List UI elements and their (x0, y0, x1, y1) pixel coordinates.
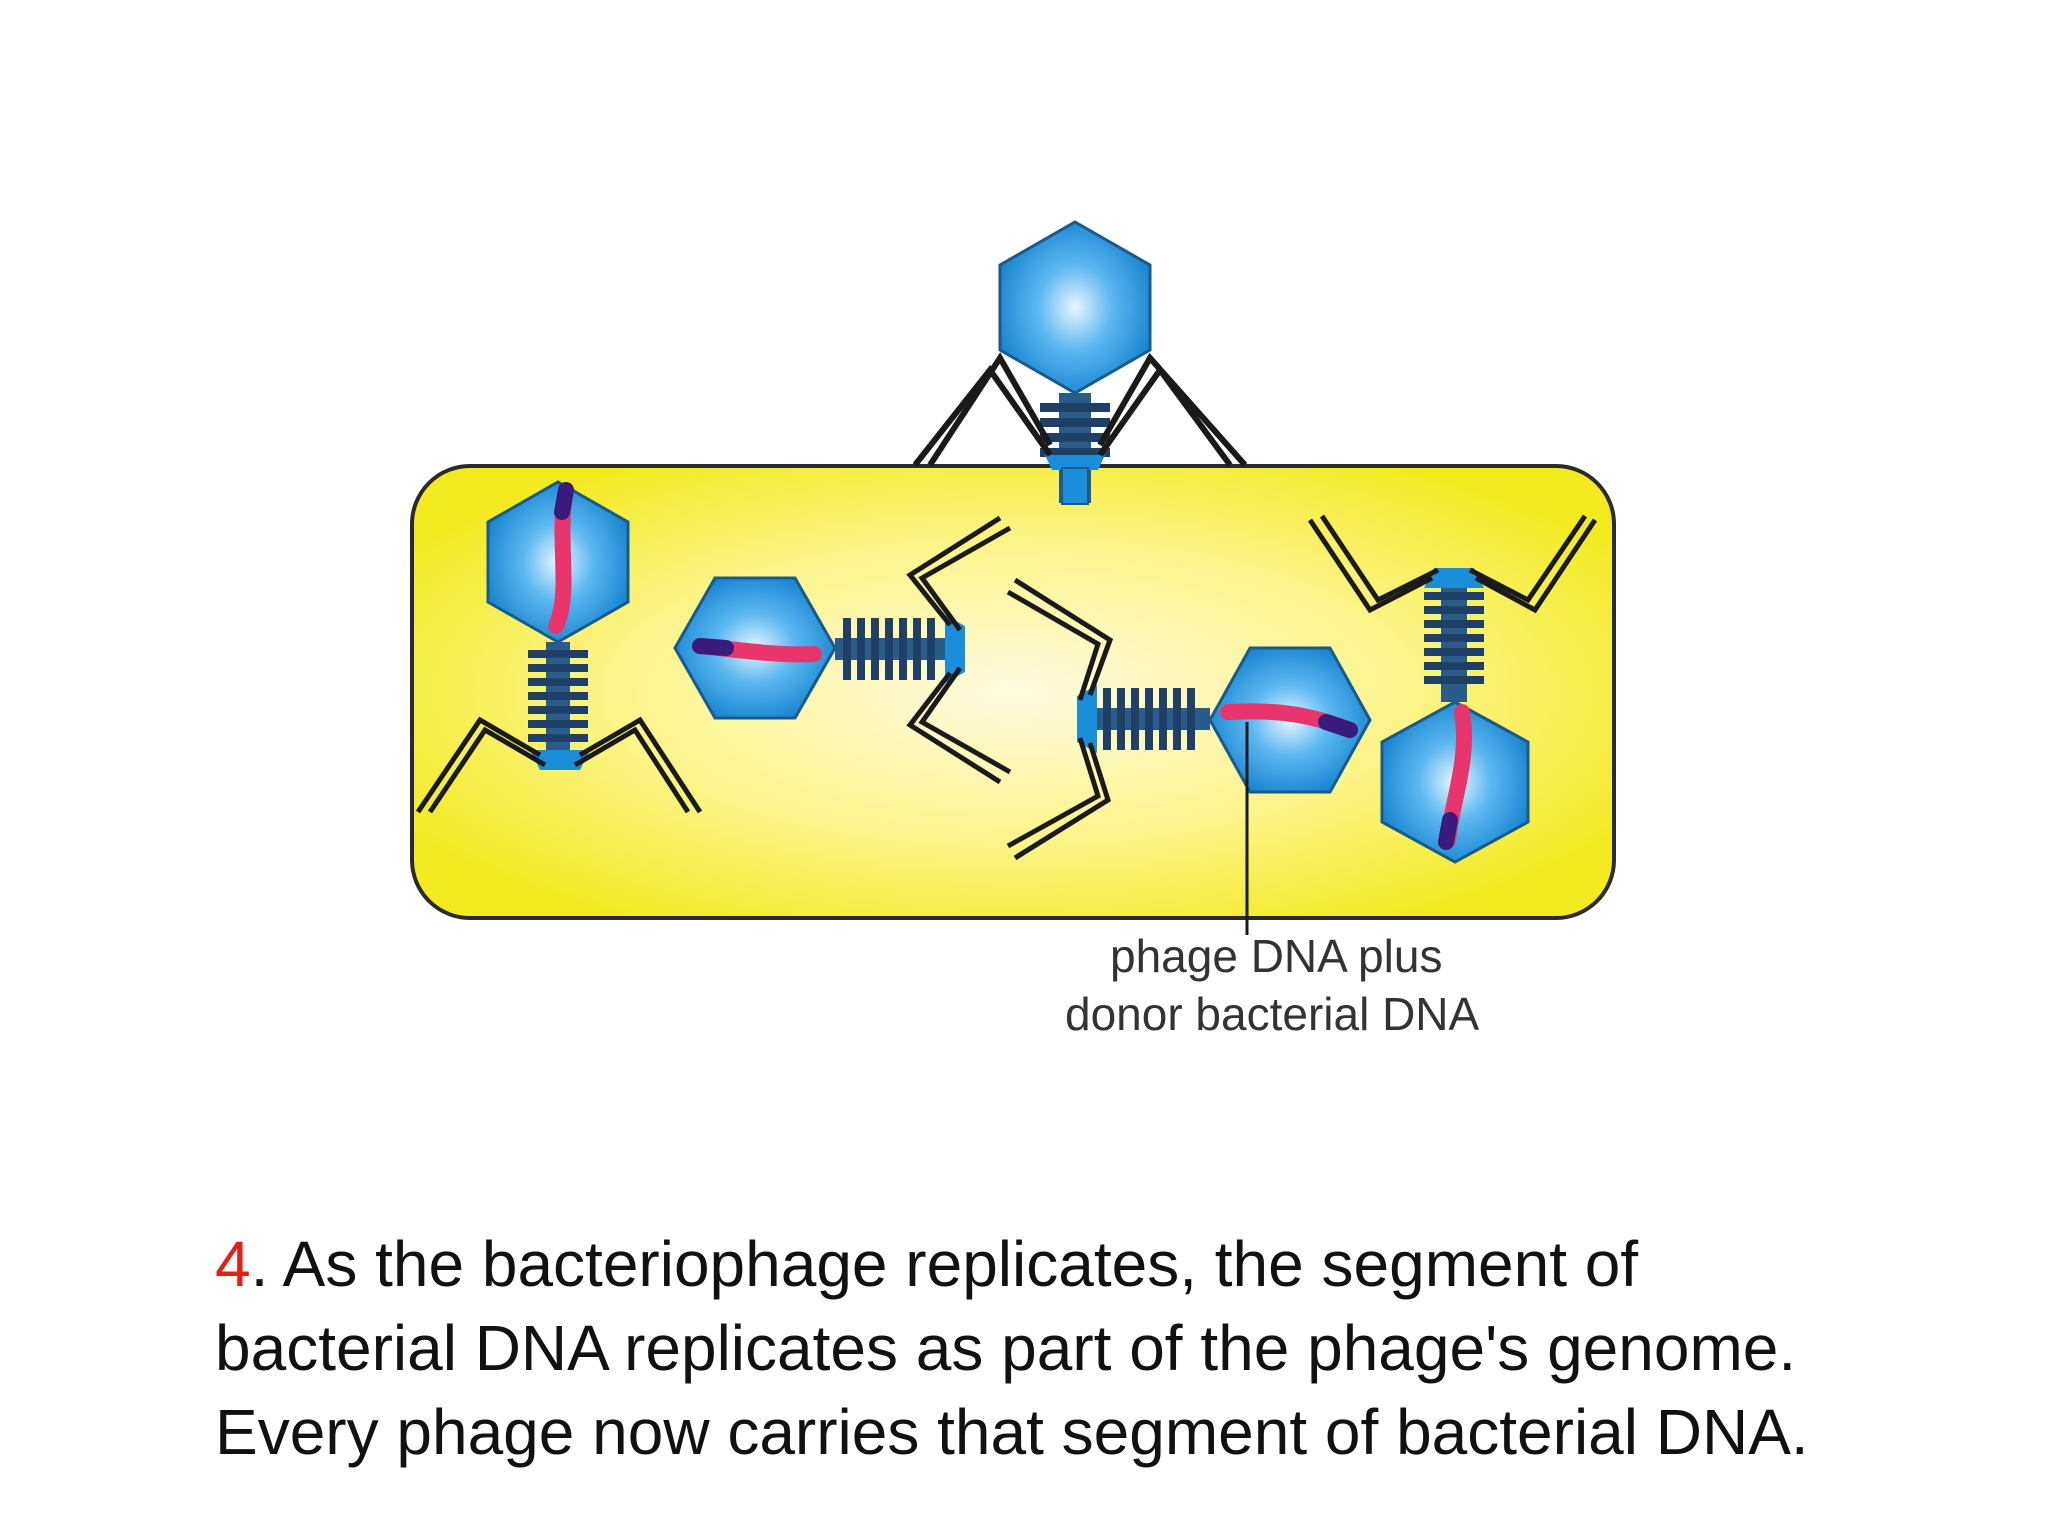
phage-progeny-middle-right (1006, 577, 1372, 861)
caption: 4. As the bacteriophage replicates, the … (215, 1222, 1895, 1474)
step-number: 4 (215, 1228, 251, 1300)
caption-text: . As the bacteriophage replicates, the s… (215, 1228, 1809, 1468)
bacterial-cell (410, 464, 1616, 920)
phage-progeny-right (1307, 514, 1598, 864)
phage-progeny-left (415, 480, 703, 814)
dna-label-line2: donor bacterial DNA (1065, 988, 1480, 1040)
dna-label-line1: phage DNA plus (1110, 930, 1442, 982)
phage-progeny-middle-left (673, 515, 1012, 785)
phage-infecting-top (912, 220, 1248, 505)
